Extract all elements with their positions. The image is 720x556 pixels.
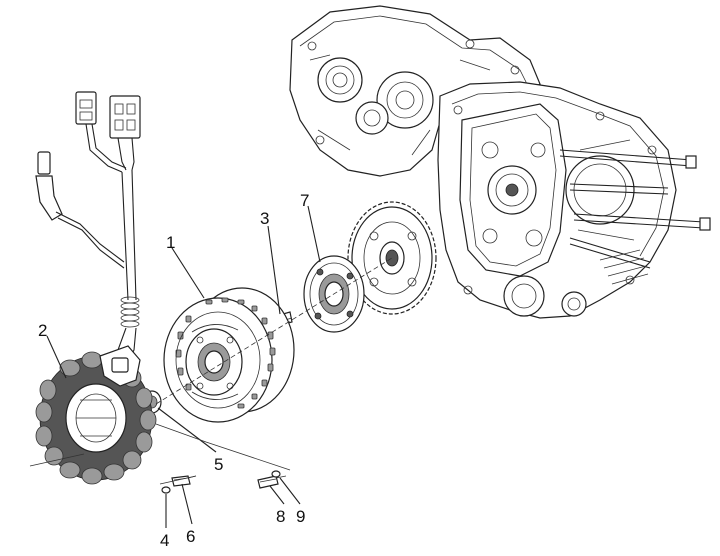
callout-7: 7 xyxy=(300,191,309,210)
pickup-washer xyxy=(271,470,281,478)
stator-screw xyxy=(171,475,197,487)
callout-labels: 1 2 3 4 5 6 7 8 9 xyxy=(38,191,309,550)
callout-5: 5 xyxy=(214,455,223,474)
stator-wiring-harness xyxy=(35,91,141,363)
callout-9: 9 xyxy=(296,507,305,526)
callout-3: 3 xyxy=(260,209,269,228)
callout-6: 6 xyxy=(186,527,195,546)
callout-1: 1 xyxy=(166,233,175,252)
crankcase-housing xyxy=(289,5,711,319)
stator-coil xyxy=(35,345,157,485)
leader-lines xyxy=(29,205,393,528)
starter-driven-gear xyxy=(347,201,437,315)
callout-4: 4 xyxy=(160,531,169,550)
stator-washer xyxy=(161,486,171,494)
pickup-screw xyxy=(257,475,287,489)
flywheel-rotor xyxy=(163,287,295,423)
callout-8: 8 xyxy=(276,507,285,526)
callout-2: 2 xyxy=(38,321,47,340)
